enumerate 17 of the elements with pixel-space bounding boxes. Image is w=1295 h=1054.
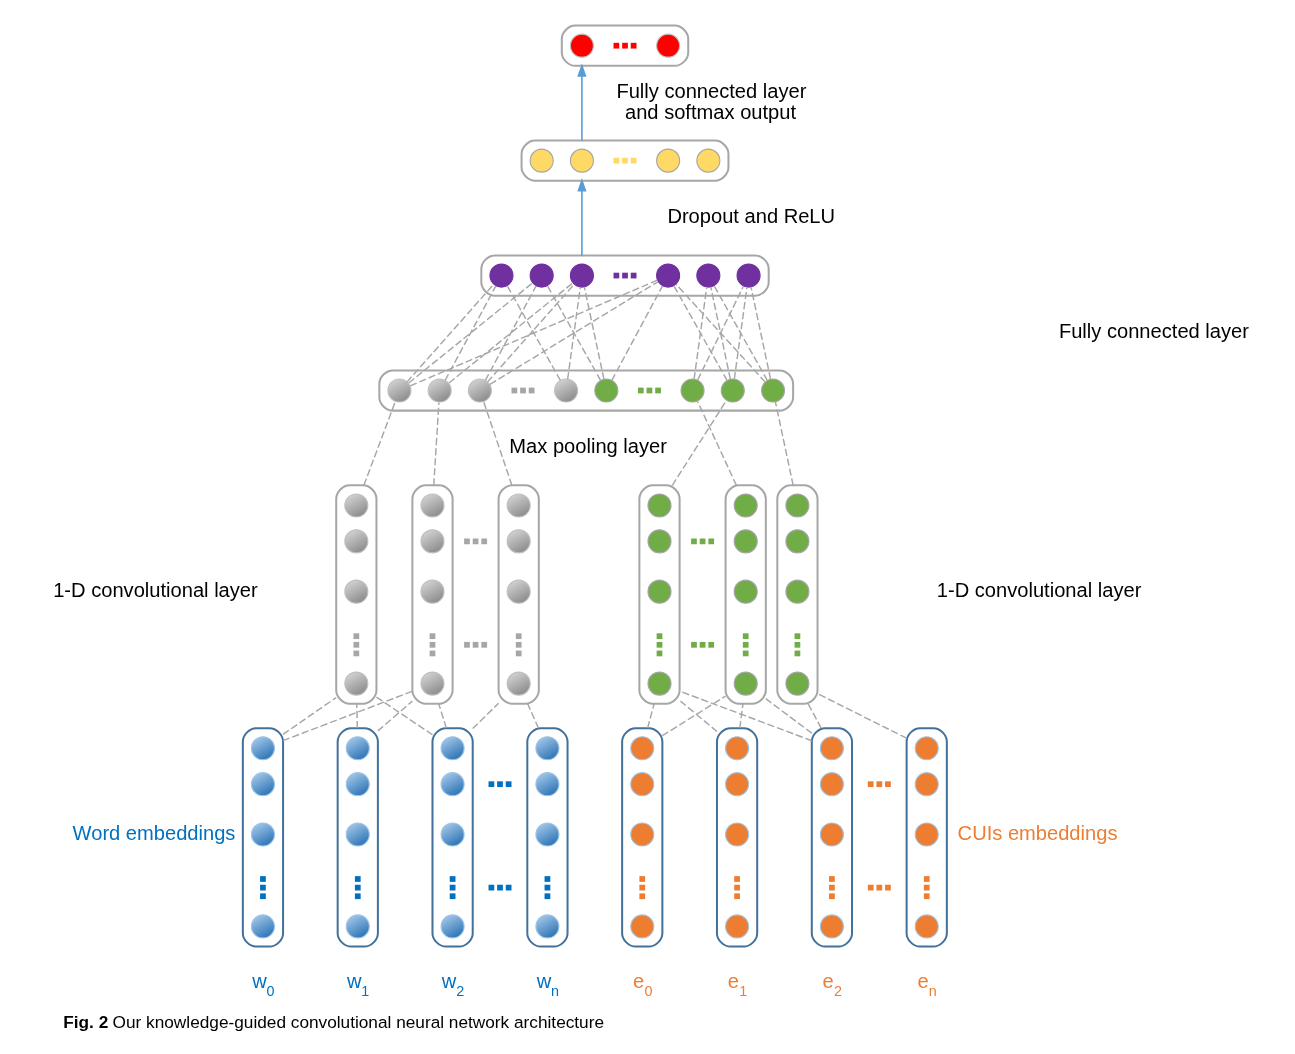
label: 1-D convolutional layer (936, 578, 1141, 601)
node-label: e$_{n}$ (916, 969, 937, 999)
node-label: w$_{0}$ (251, 969, 275, 999)
label: Fully connected layer and softmax output (615, 79, 806, 124)
node-label: w$_{2}$ (441, 969, 464, 999)
node-label: w$_{1}$ (346, 969, 369, 999)
caption: Fig. 2 Our knowledge-guided convolutional neural network architecture (62, 1011, 604, 1032)
label: CUIs embeddings (957, 821, 1117, 844)
label: Word embeddings (72, 821, 235, 844)
node-label: e$_{1}$ (727, 969, 747, 999)
node-label: e$_{0}$ (632, 969, 652, 999)
node-label: w$_{n}$ (536, 969, 559, 999)
node-label: e$_{2}$ (822, 969, 842, 999)
label: Max pooling layer (508, 435, 667, 458)
label: Fully connected layer (1058, 320, 1249, 343)
label: 1-D convolutional layer (52, 578, 258, 601)
label: Dropout and ReLU (666, 205, 835, 228)
